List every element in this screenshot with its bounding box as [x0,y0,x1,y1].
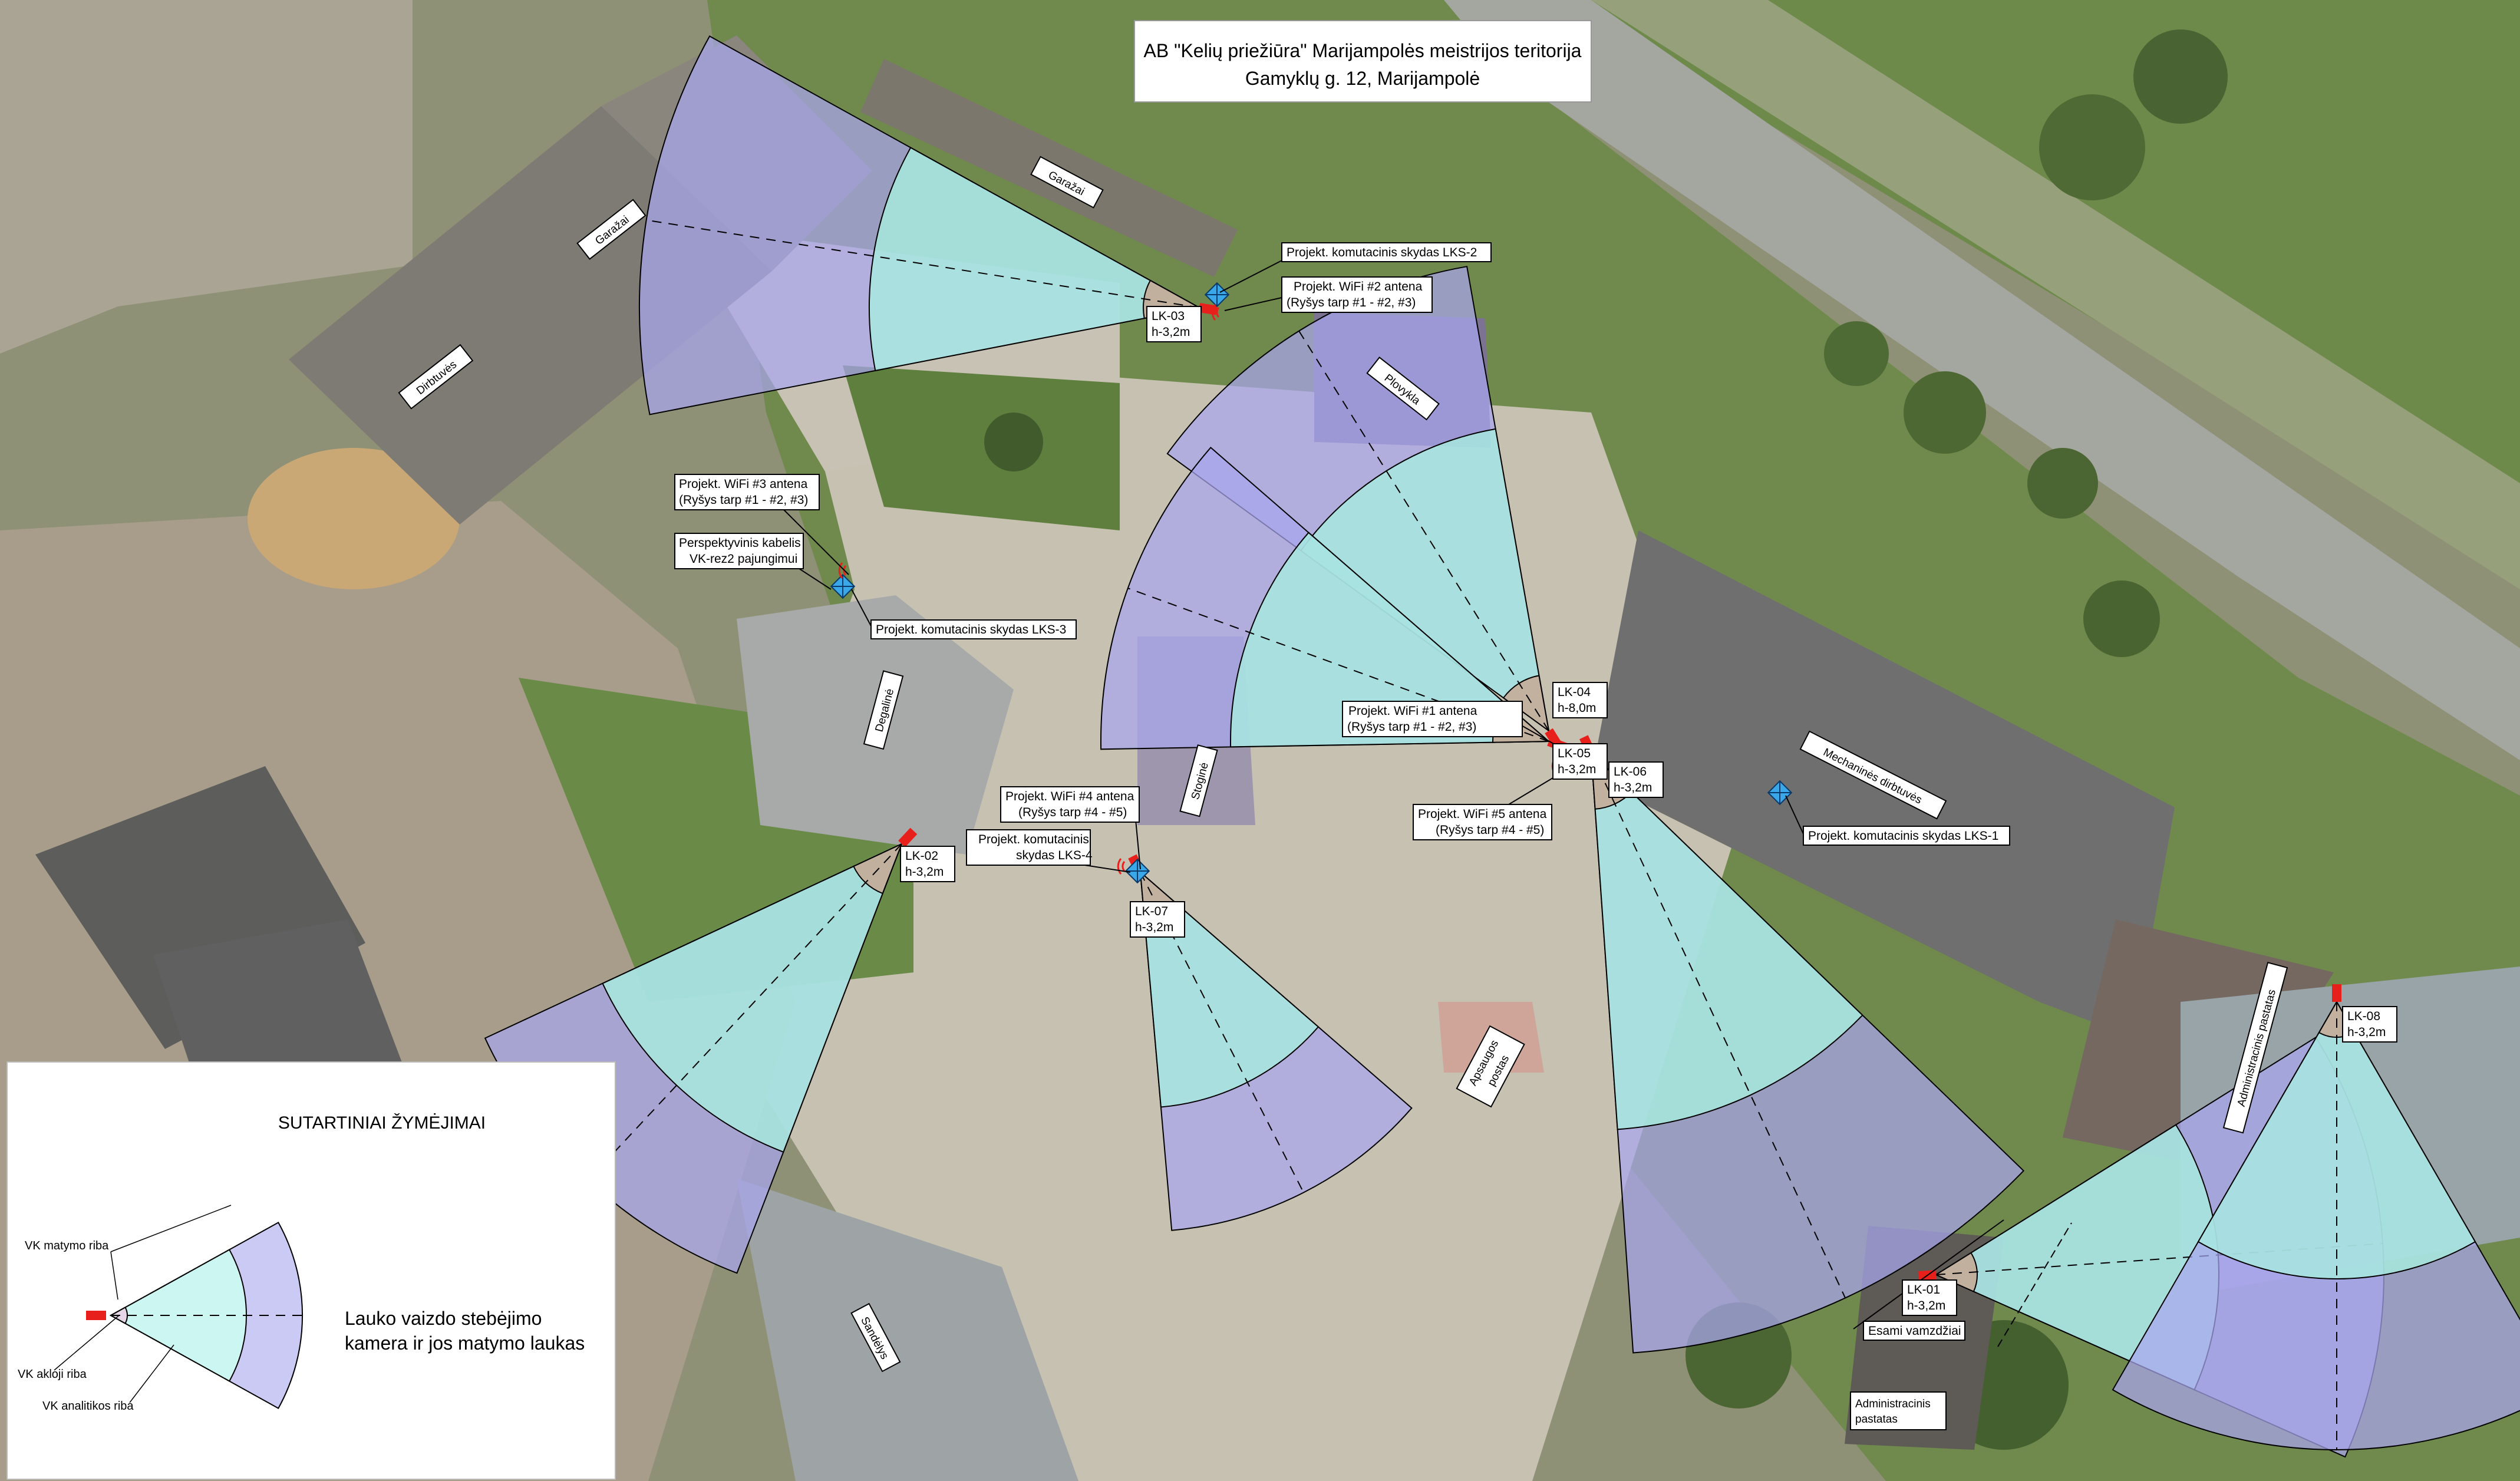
svg-text:h-3,2m: h-3,2m [905,865,944,879]
legend-view-limit: VK matymo riba [25,1239,109,1252]
camera-label-lk06: LK-06 h-3,2m [1608,761,1664,798]
svg-text:VK-rez2 pajungimui: VK-rez2 pajungimui [690,552,797,566]
svg-text:skydas LKS-4: skydas LKS-4 [1016,849,1093,862]
legend-panel: SUTARTINIAI ŽYMĖJIMAI Lauko vaizdo stebė… [6,1061,616,1480]
camera-label-lk02: LK-02 h-3,2m [900,846,955,882]
map-title: AB "Kelių priežiūra" Marijampolės meistr… [1144,40,1582,61]
svg-text:(Ryšys tarp #1 - #2, #3): (Ryšys tarp #1 - #2, #3) [1287,296,1416,309]
svg-text:(Ryšys tarp #1 - #2, #3): (Ryšys tarp #1 - #2, #3) [1347,720,1476,734]
svg-text:LK-04: LK-04 [1558,685,1591,699]
svg-text:Esami vamzdžiai: Esami vamzdžiai [1868,1324,1961,1338]
svg-text:h-3,2m: h-3,2m [1135,921,1173,934]
camera-label-lk04: LK-04 h-8,0m [1552,682,1608,718]
svg-text:LK-02: LK-02 [905,849,938,863]
svg-text:h-3,2m: h-3,2m [1907,1299,1945,1312]
svg-text:(Ryšys tarp #4 - #5): (Ryšys tarp #4 - #5) [1018,806,1127,819]
camera-marker-lk08[interactable] [2332,984,2341,1002]
svg-text:Projekt. WiFi #3 antena: Projekt. WiFi #3 antena [679,477,808,491]
fov-axis [1591,753,1846,1298]
camera-marker-lk02[interactable] [898,827,918,847]
svg-text:pastatas: pastatas [1855,1413,1898,1426]
svg-text:Projekt. komutacinis: Projekt. komutacinis [978,833,1089,846]
svg-text:Projekt. komutacinis skydas LK: Projekt. komutacinis skydas LKS-3 [876,623,1066,636]
fov-axis [1935,1243,2383,1275]
label-lks3: Projekt. komutacinis skydas LKS-3 [870,619,1077,639]
switchbox-lks3[interactable] [830,573,856,599]
building-degaline: Degalinė [863,670,904,750]
label-cable: Perspektyvinis kabelis VK-rez2 pajungimu… [674,533,804,569]
camera-fov-lk04 [1166,266,1550,733]
map-title-box: AB "Kelių priežiūra" Marijampolės meistr… [1134,20,1592,103]
svg-text:Projekt. WiFi #5 antena: Projekt. WiFi #5 antena [1418,807,1547,821]
svg-text:Projekt. WiFi #2 antena: Projekt. WiFi #2 antena [1294,280,1423,293]
fov-axis [588,843,902,1181]
svg-text:LK-06: LK-06 [1614,765,1647,779]
switchbox-lks1[interactable] [1767,780,1793,806]
building-administracinis-1: Administracinis pastatas [1850,1391,1947,1430]
legend-title: SUTARTINIAI ŽYMĖJIMAI [278,1113,486,1133]
svg-text:Projekt. WiFi #1 antena: Projekt. WiFi #1 antena [1348,704,1477,718]
label-wifi5: Projekt. WiFi #5 antena (Ryšys tarp #4 -… [1413,804,1552,840]
svg-text:Perspektyvinis kabelis: Perspektyvinis kabelis [679,536,801,550]
building-garazai-2: Garažai [1030,156,1104,209]
svg-text:LK-07: LK-07 [1135,905,1168,918]
svg-text:LK-05: LK-05 [1558,747,1591,760]
camera-label-lk01: LK-01 h-3,2m [1902,1279,1957,1316]
label-lks4: Projekt. komutacinis skydas LKS-4 [966,829,1093,866]
label-wifi4: Projekt. WiFi #4 antena (Ryšys tarp #4 -… [1000,786,1140,823]
marker-layer [830,282,2341,1281]
fov-axis [1298,331,1549,731]
camera-labels: LK-01 h-3,2m LK-02 h-3,2m LK-03 h-3,2m L… [900,306,2397,1316]
camera-fov-layer [484,35,2520,1458]
map-subtitle: Gamyklų g. 12, Marijampolė [1245,68,1480,89]
fov-analytics-zone [602,843,903,1153]
fov-axis [646,219,1200,308]
building-stogine: Stoginė [1179,744,1218,817]
label-wifi3: Projekt. WiFi #3 antena (Ryšys tarp #1 -… [674,474,820,510]
svg-text:Projekt. WiFi #4 antena: Projekt. WiFi #4 antena [1005,790,1134,803]
label-lks1: Projekt. komutacinis skydas LKS-1 [1803,826,2010,846]
svg-text:Administracinis: Administracinis [1855,1398,1931,1410]
camera-fov-lk08 [2112,1000,2520,1450]
camera-fov-lk05 [1100,446,1551,750]
fov-axis [1140,872,1304,1193]
svg-text:(Ryšys tarp #4 - #5): (Ryšys tarp #4 - #5) [1436,823,1544,837]
svg-text:Projekt. komutacinis skydas LK: Projekt. komutacinis skydas LKS-2 [1287,246,1477,259]
switchbox-lks2[interactable] [1204,282,1230,308]
camera-label-lk08: LK-08 h-3,2m [2342,1006,2397,1043]
legend-desc-1: Lauko vaizdo stebėjimo [345,1308,542,1329]
switchbox-lks4[interactable] [1124,858,1150,884]
svg-text:LK-08: LK-08 [2347,1010,2380,1023]
label-wifi1: Projekt. WiFi #1 antena (Ryšys tarp #1 -… [1342,701,1523,737]
fov-analytics-zone [1590,751,1863,1130]
legend-blind-limit: VK akloji riba [18,1368,87,1381]
annotation-labels: Projekt. komutacinis skydas LKS-2 Projek… [674,242,2010,1341]
label-lks2: Projekt. komutacinis skydas LKS-2 [1281,242,1492,262]
svg-text:LK-03: LK-03 [1152,309,1185,323]
camera-label-lk03: LK-03 h-3,2m [1146,306,1202,342]
label-pipes: Esami vamzdžiai [1863,1321,1965,1341]
svg-text:h-8,0m: h-8,0m [1558,701,1596,715]
legend-analytics-limit: VK analitikos riba [42,1400,134,1413]
svg-text:h-3,2m: h-3,2m [1614,781,1652,794]
legend-desc-2: kamera ir jos matymo laukas [345,1332,585,1354]
legend-camera-symbol [86,1222,304,1409]
svg-text:h-3,2m: h-3,2m [1558,763,1596,776]
wifi-antenna-wifi2[interactable] [1211,304,1220,321]
svg-text:Projekt. komutacinis skydas LK: Projekt. komutacinis skydas LKS-1 [1808,829,1998,843]
svg-text:LK-01: LK-01 [1907,1283,1940,1297]
svg-text:h-3,2m: h-3,2m [1152,325,1190,339]
svg-text:(Ryšys tarp #1 - #2, #3): (Ryšys tarp #1 - #2, #3) [679,493,808,507]
label-wifi2: Projekt. WiFi #2 antena (Ryšys tarp #1 -… [1281,276,1433,313]
camera-label-lk05: LK-05 h-3,2m [1552,743,1608,780]
svg-text:h-3,2m: h-3,2m [2347,1025,2386,1039]
wifi-antenna-wifi4[interactable] [1117,858,1126,875]
legend-camera-marker [86,1311,106,1320]
camera-label-lk07: LK-07 h-3,2m [1130,901,1185,938]
